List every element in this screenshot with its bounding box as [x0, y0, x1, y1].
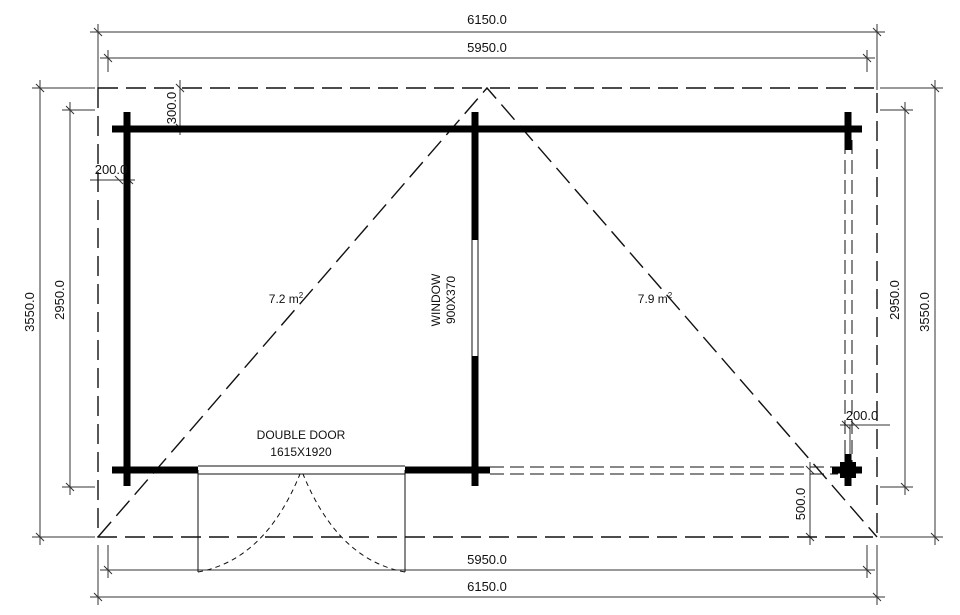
dim-right-outer: 3550.0	[917, 292, 932, 332]
door-label-1: DOUBLE DOOR	[257, 428, 346, 442]
window-opening	[471, 240, 479, 356]
window-label-2: 900X370	[444, 276, 458, 324]
dim-overhang-top: 300.0	[164, 92, 179, 125]
open-side	[490, 140, 853, 475]
dim-left-outer: 3550.0	[22, 292, 37, 332]
room-right-area: 7.9 m2	[638, 291, 673, 306]
dim-top-inner: 5950.0	[467, 40, 507, 55]
window-label-1: WINDOW	[429, 273, 443, 326]
dim-wall-left: 200.0	[95, 162, 128, 177]
dim-wall-right: 200.0	[846, 408, 879, 423]
dim-top-outer: 6150.0	[467, 12, 507, 27]
room-left-area: 7.2 m2	[269, 291, 304, 306]
walls	[112, 112, 862, 486]
dim-overhang-bottom: 500.0	[793, 488, 808, 521]
roof-outline	[97, 86, 878, 538]
door-label-2: 1615X1920	[270, 445, 332, 459]
double-door	[197, 465, 406, 573]
area-unit-sup: 2	[668, 291, 673, 300]
dim-left-inner: 2950.0	[52, 280, 67, 320]
dim-bottom-inner: 5950.0	[467, 552, 507, 567]
dimension-lines	[32, 24, 943, 605]
area-unit-sup: 2	[299, 291, 304, 300]
dim-bottom-outer: 6150.0	[467, 579, 507, 594]
dim-right-inner: 2950.0	[887, 280, 902, 320]
